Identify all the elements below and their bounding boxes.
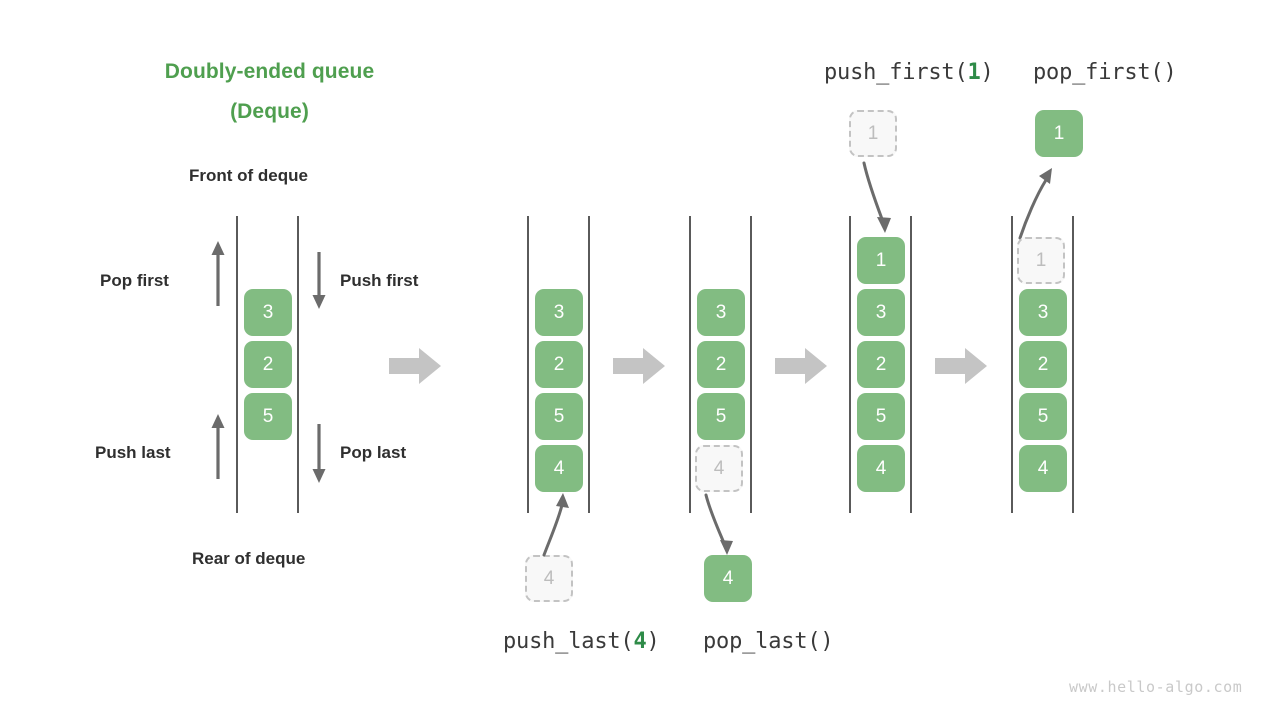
push-last-caption-name: push_last [503, 629, 621, 654]
stage-pop-first-ghost-cell: 1 [1017, 237, 1065, 284]
push-last-caption-open: ( [620, 629, 634, 654]
flow-chevron-1 [389, 348, 441, 384]
stage-pop-last-outgoing-cell: 4 [704, 555, 752, 602]
pop-first-caption: pop_first() [1033, 60, 1177, 85]
stage-pop-first-cell-3: 5 [1019, 393, 1067, 440]
stage-push-last-incoming-ghost-cell: 4 [525, 555, 573, 602]
stage-push-last-rail-left [527, 216, 529, 513]
stage-pop-first-rail-right [1072, 216, 1074, 513]
flow-chevron-2 [613, 348, 665, 384]
stage-push-first-incoming-ghost-cell: 1 [849, 110, 897, 157]
stage-push-first-rail-left [849, 216, 851, 513]
stage-initial-cell-1: 2 [244, 341, 292, 388]
stage-push-first-cell-2: 2 [857, 341, 905, 388]
pop-last-caption-open: ( [807, 629, 821, 654]
stage-pop-last-cell-1: 2 [697, 341, 745, 388]
push-last-caption-close: ) [646, 629, 660, 654]
stage-pop-last-rail-left [689, 216, 691, 513]
stage-push-last-cell-0: 3 [535, 289, 583, 336]
push-last-caption: push_last(4) [503, 629, 660, 654]
stage-push-first-rail-right [910, 216, 912, 513]
push-first-transfer-arrow [858, 161, 900, 235]
stage-push-first-cell-3: 5 [857, 393, 905, 440]
pop-last-arrow [307, 424, 331, 486]
push-last-arrow [206, 411, 230, 479]
pop-last-caption-close: ) [820, 629, 834, 654]
flow-chevron-3 [775, 348, 827, 384]
push-last-label: Push last [95, 443, 171, 462]
stage-push-first-cell-0: 1 [857, 237, 905, 284]
stage-pop-first-cell-2: 2 [1019, 341, 1067, 388]
stage-pop-last-cell-2: 5 [697, 393, 745, 440]
stage-pop-first-cell-4: 4 [1019, 445, 1067, 492]
pop-first-arrow [206, 238, 230, 306]
stage-push-last-cell-1: 2 [535, 341, 583, 388]
push-first-caption-name: push_first [824, 60, 955, 85]
push-first-caption: push_first(1) [824, 60, 994, 85]
push-first-label: Push first [340, 271, 419, 290]
pop-last-transfer-arrow [696, 493, 740, 557]
diagram-title-line1: Doubly-ended queue [164, 60, 375, 83]
stage-initial-cell-2: 5 [244, 393, 292, 440]
push-first-caption-close: ) [980, 60, 994, 85]
push-first-caption-open: ( [954, 60, 968, 85]
stage-pop-last-ghost-cell: 4 [695, 445, 743, 492]
pop-first-label: Pop first [100, 271, 169, 290]
pop-last-caption-name: pop_last [703, 629, 808, 654]
pop-last-caption: pop_last() [703, 629, 834, 654]
stage-initial-cell-0: 3 [244, 289, 292, 336]
pop-first-caption-name: pop_first [1033, 60, 1151, 85]
stage-pop-first-outgoing-cell: 1 [1035, 110, 1083, 157]
diagram-title-line2: (Deque) [230, 100, 309, 123]
pop-first-caption-open: ( [1150, 60, 1164, 85]
watermark: www.hello-algo.com [1069, 678, 1243, 696]
stage-initial-rail-right [297, 216, 299, 513]
pop-first-transfer-arrow [1012, 162, 1060, 240]
stage-pop-first-rail-left [1011, 216, 1013, 513]
pop-first-caption-close: ) [1163, 60, 1177, 85]
push-first-caption-arg: 1 [967, 60, 981, 85]
flow-chevron-4 [935, 348, 987, 384]
stage-pop-first-cell-1: 3 [1019, 289, 1067, 336]
stage-push-last-cell-3: 4 [535, 445, 583, 492]
push-last-transfer-arrow [536, 489, 576, 557]
stage-initial-rail-left [236, 216, 238, 513]
pop-last-label: Pop last [340, 443, 407, 462]
rear-of-deque-label: Rear of deque [192, 549, 306, 568]
push-first-arrow [307, 252, 331, 312]
push-last-caption-arg: 4 [633, 629, 647, 654]
stage-push-first-cell-1: 3 [857, 289, 905, 336]
stage-pop-last-cell-0: 3 [697, 289, 745, 336]
front-of-deque-label: Front of deque [189, 166, 308, 185]
stage-push-first-cell-4: 4 [857, 445, 905, 492]
stage-pop-last-rail-right [750, 216, 752, 513]
stage-push-last-rail-right [588, 216, 590, 513]
stage-push-last-cell-2: 5 [535, 393, 583, 440]
